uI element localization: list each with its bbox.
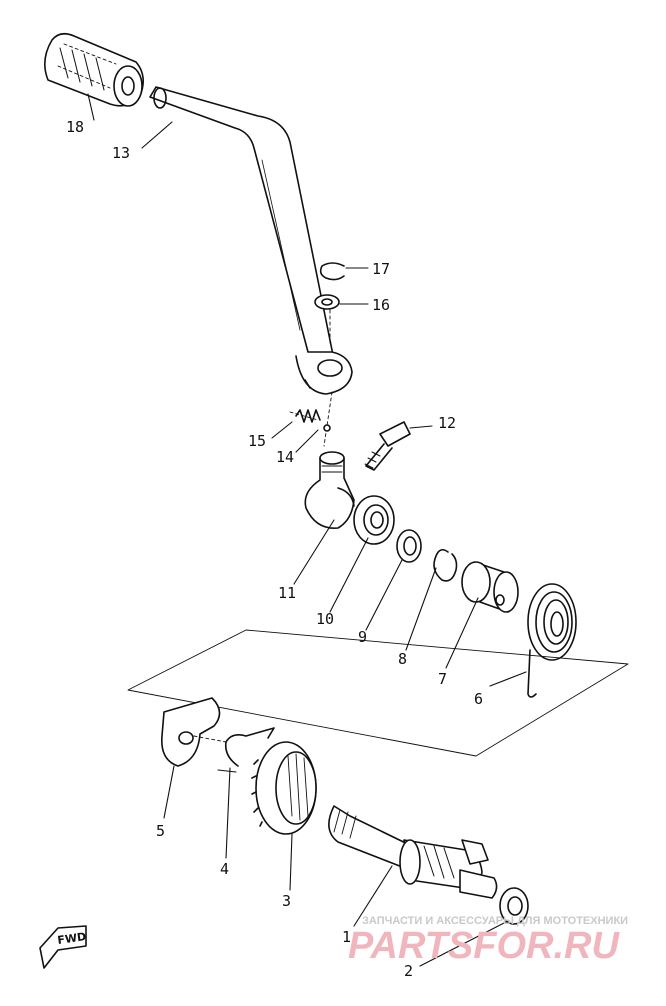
circlip-17-shape: [319, 262, 345, 281]
fwd-arrow-icon: [39, 925, 87, 969]
label-11: 11: [278, 584, 296, 602]
circlip-8-shape: [433, 548, 458, 582]
kick-crank-boss-shape: [304, 451, 355, 529]
circlip-4-shape: [224, 727, 275, 767]
label-9: 9: [358, 628, 367, 646]
bolt-12-shape: [364, 421, 411, 471]
label-17: 17: [372, 260, 390, 278]
label-1: 1: [342, 928, 351, 946]
kick-axle-1-shape: [328, 805, 498, 899]
label-2: 2: [404, 962, 413, 980]
torsion-spring-6-shape: [527, 583, 577, 698]
label-4: 4: [220, 860, 229, 878]
fwd-label: FWD: [57, 930, 87, 947]
label-13: 13: [112, 144, 130, 162]
label-8: 8: [398, 650, 407, 668]
spring-cover-7-shape: [461, 561, 519, 613]
washer-16-shape: [314, 294, 340, 310]
label-5: 5: [156, 822, 165, 840]
label-10: 10: [316, 610, 334, 628]
washer-2-shape: [499, 887, 529, 925]
oil-seal-10-shape: [353, 495, 395, 545]
label-18: 18: [66, 118, 84, 136]
kick-crank-grip-shape: [44, 32, 144, 107]
label-14: 14: [276, 448, 294, 466]
subassembly-outline: [127, 629, 629, 757]
label-16: 16: [372, 296, 390, 314]
label-6: 6: [474, 690, 483, 708]
ratchet-guide-plate-5-shape: [161, 697, 227, 767]
kick-gear-3-shape: [251, 741, 317, 835]
label-15: 15: [248, 432, 266, 450]
label-12: 12: [438, 414, 456, 432]
watermark-brand: PARTSFOR.RU: [348, 925, 620, 967]
label-3: 3: [282, 892, 291, 910]
spring-15-shape: [295, 409, 321, 423]
ball-14-shape: [323, 424, 331, 432]
label-7: 7: [438, 670, 447, 688]
washer-9-shape: [396, 529, 422, 563]
kick-crank-shape: [149, 86, 353, 395]
watermark-tagline: ЗАПЧАСТИ И АКСЕССУАРЫ ДЛЯ МОТОТЕХНИКИ: [362, 915, 628, 927]
part-labels: 18 13 17 16 12 15 14 11 10 9 8 7 6 5 4 3…: [66, 118, 483, 980]
leader-lines: [87, 93, 527, 967]
